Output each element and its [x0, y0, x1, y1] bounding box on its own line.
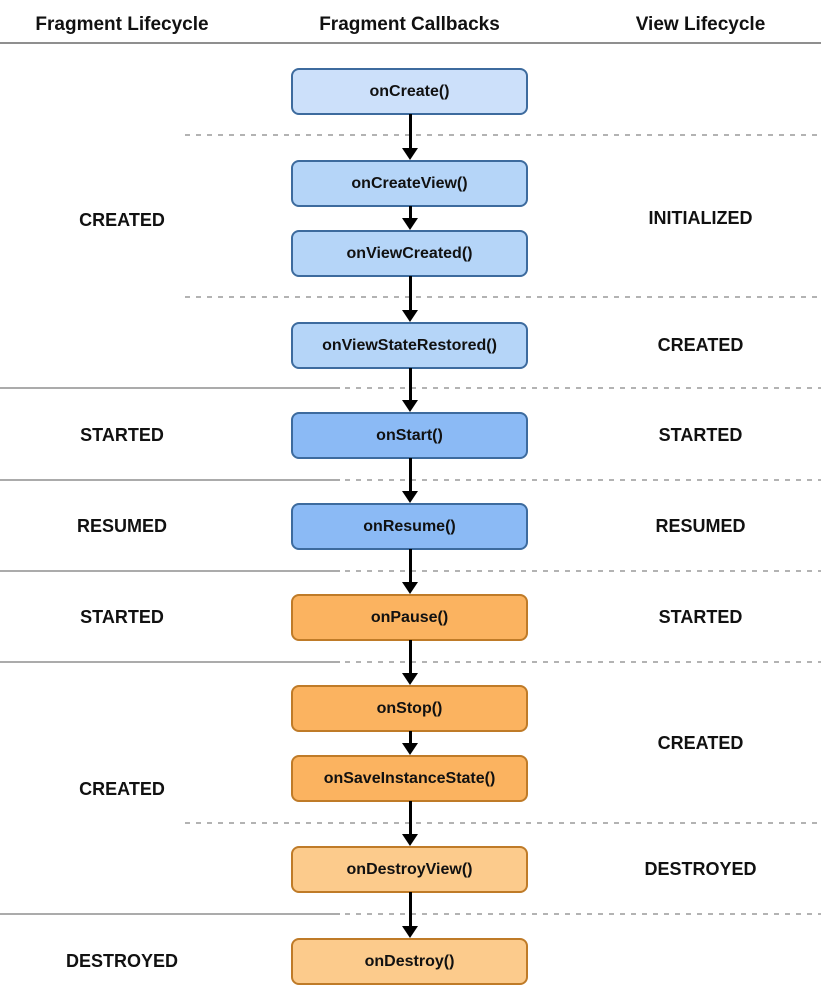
- view-state-resumed: RESUMED: [655, 516, 746, 536]
- arrow-onresume-to-onpause: [402, 549, 418, 594]
- header-rule: [0, 42, 821, 44]
- arrow-shaft: [408, 368, 412, 402]
- callback-box-ondestroy: onDestroy(): [291, 938, 528, 985]
- arrow-head-icon: [402, 148, 418, 160]
- fragment-state-started-2: STARTED: [80, 607, 164, 627]
- callback-box-onviewstaterestored: onViewStateRestored(): [291, 322, 528, 369]
- arrow-shaft: [408, 549, 412, 584]
- fragment-state-separator: [0, 661, 340, 663]
- callback-box-onsaveinstancestate: onSaveInstanceState(): [291, 755, 528, 802]
- arrow-head-icon: [402, 310, 418, 322]
- arrow-head-icon: [402, 582, 418, 594]
- arrow-onviewcreated-to-onviewstaterestored: [402, 276, 418, 322]
- arrow-shaft: [408, 892, 412, 928]
- view-state-separator: [185, 822, 821, 824]
- view-state-started: STARTED: [658, 425, 743, 445]
- view-state-separator: [345, 913, 821, 915]
- view-state-initialized: INITIALIZED: [648, 208, 753, 228]
- view-state-separator: [185, 134, 821, 136]
- view-state-created: CREATED: [657, 335, 744, 355]
- arrow-onstop-to-onsaveinstancestate: [402, 731, 418, 755]
- view-state-separator: [345, 479, 821, 481]
- view-state-separator: [345, 661, 821, 663]
- arrow-shaft: [408, 731, 412, 745]
- callback-box-oncreateview: onCreateView(): [291, 160, 528, 207]
- callback-box-onviewcreated: onViewCreated(): [291, 230, 528, 277]
- column-header-fragment-lifecycle: Fragment Lifecycle: [35, 14, 209, 35]
- fragment-state-separator: [0, 913, 340, 915]
- arrow-head-icon: [402, 491, 418, 503]
- arrow-head-icon: [402, 926, 418, 938]
- arrow-onpause-to-onstop: [402, 640, 418, 685]
- arrow-oncreateview-to-onviewcreated: [402, 206, 418, 230]
- column-header-fragment-callbacks: Fragment Callbacks: [319, 14, 500, 35]
- fragment-state-resumed: RESUMED: [76, 516, 167, 536]
- arrow-head-icon: [402, 743, 418, 755]
- arrow-shaft: [408, 640, 412, 675]
- callback-box-ondestroyview: onDestroyView(): [291, 846, 528, 893]
- arrow-shaft: [408, 206, 412, 220]
- arrow-onviewstaterestored-to-onstart: [402, 368, 418, 412]
- arrow-shaft: [408, 801, 412, 836]
- callback-box-onpause: onPause(): [291, 594, 528, 641]
- arrow-onsaveinstancestate-to-ondestroyview: [402, 801, 418, 846]
- arrow-head-icon: [402, 218, 418, 230]
- fragment-state-separator: [0, 387, 340, 389]
- arrow-ondestroyview-to-ondestroy: [402, 892, 418, 938]
- arrow-head-icon: [402, 400, 418, 412]
- arrow-head-icon: [402, 673, 418, 685]
- callback-box-oncreate: onCreate(): [291, 68, 528, 115]
- callback-box-onstart: onStart(): [291, 412, 528, 459]
- view-state-separator: [185, 296, 821, 298]
- fragment-state-destroyed: DESTROYED: [65, 951, 179, 971]
- fragment-state-created: CREATED: [79, 210, 165, 230]
- callback-box-onresume: onResume(): [291, 503, 528, 550]
- arrow-oncreate-to-oncreateview: [402, 114, 418, 160]
- column-header-view-lifecycle: View Lifecycle: [635, 14, 766, 35]
- view-state-separator: [345, 387, 821, 389]
- view-state-created-2: CREATED: [657, 733, 744, 753]
- arrow-shaft: [408, 276, 412, 312]
- view-state-separator: [345, 570, 821, 572]
- arrow-shaft: [408, 458, 412, 493]
- fragment-state-separator: [0, 479, 340, 481]
- view-state-destroyed: DESTROYED: [644, 859, 757, 879]
- fragment-state-separator: [0, 570, 340, 572]
- arrow-shaft: [408, 114, 412, 150]
- arrow-head-icon: [402, 834, 418, 846]
- callback-box-onstop: onStop(): [291, 685, 528, 732]
- arrow-onstart-to-onresume: [402, 458, 418, 503]
- view-state-started-2: STARTED: [658, 607, 743, 627]
- fragment-state-started: STARTED: [80, 425, 164, 445]
- fragment-state-created-2: CREATED: [79, 779, 165, 799]
